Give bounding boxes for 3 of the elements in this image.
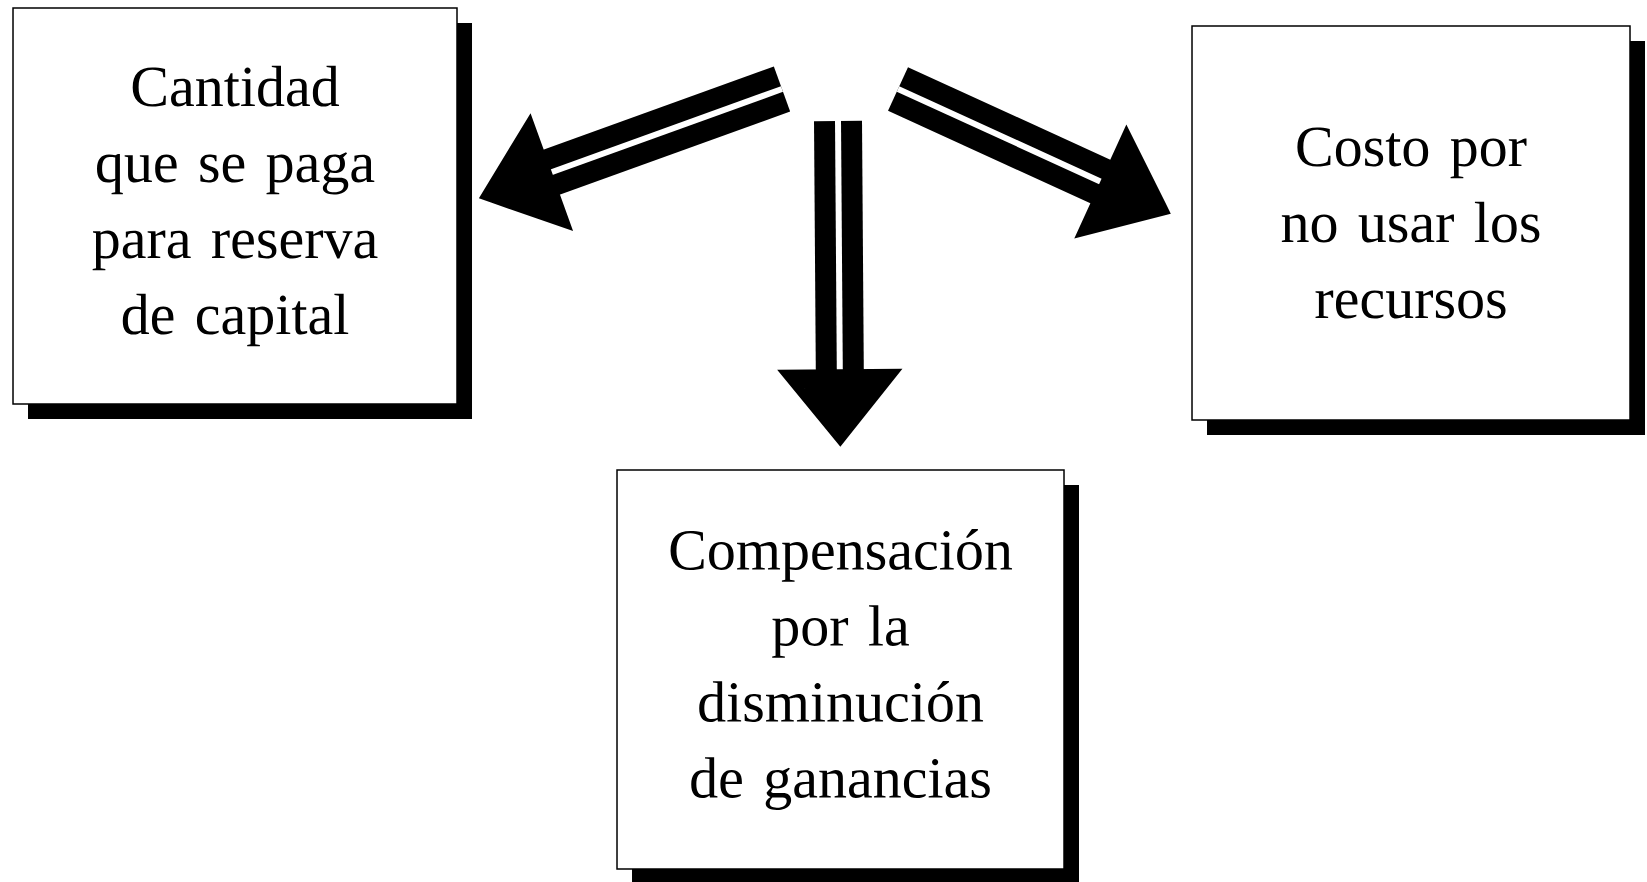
- text-box: Compensación por la disminución de ganancias: [616, 469, 1079, 882]
- text-box: Cantidad que se paga para reserva de capital: [12, 7, 472, 419]
- text-box: Costo por no usar los recursos: [1191, 25, 1645, 435]
